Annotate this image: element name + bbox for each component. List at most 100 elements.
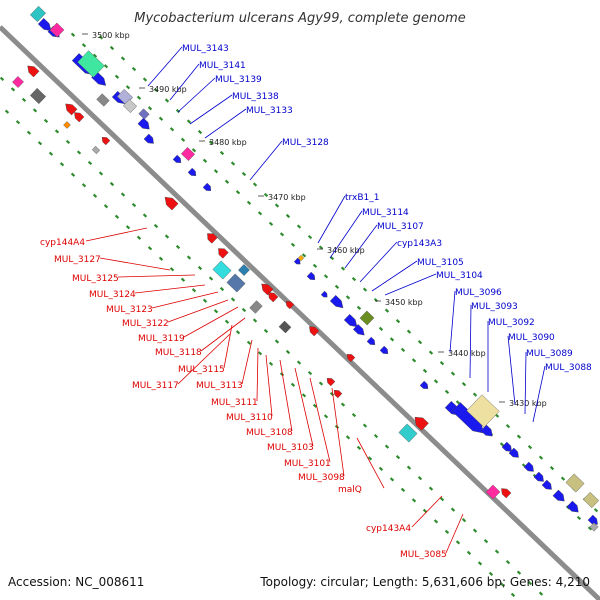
minus-strand-gene[interactable] (63, 101, 78, 116)
plus-strand-gene[interactable] (523, 461, 536, 474)
plus-strand-gene-label[interactable]: MUL_3107 (377, 222, 424, 232)
tick-dot (461, 382, 467, 387)
minus-strand-gene-label[interactable]: MUL_3110 (226, 413, 273, 423)
plus-strand-gene-label[interactable]: MUL_3114 (362, 208, 409, 218)
plus-strand-gene-label[interactable]: MUL_3088 (545, 363, 592, 373)
plus-strand-gene-label[interactable]: trxB1_1 (345, 193, 379, 203)
tick-dot (384, 444, 390, 449)
minus-strand-gene-label[interactable]: MUL_3118 (155, 348, 202, 358)
plus-strand-gene-label[interactable]: MUL_3093 (471, 302, 518, 312)
minus-strand-gene[interactable] (411, 414, 429, 431)
plus-strand-gene[interactable] (187, 167, 198, 178)
plus-strand-gene-label[interactable]: cyp143A3 (397, 239, 442, 249)
plus-strand-gene[interactable] (202, 182, 213, 193)
plus-strand-gene[interactable] (419, 380, 430, 391)
minus-strand-gene[interactable] (162, 194, 179, 211)
feature-block (582, 491, 600, 509)
tick-dot (450, 507, 456, 512)
leader-line (359, 241, 398, 283)
plus-strand-gene-label[interactable]: MUL_3090 (508, 333, 555, 343)
plus-strand-gene[interactable] (566, 500, 581, 515)
plus-strand-gene[interactable] (37, 17, 54, 33)
plus-strand-gene-label[interactable]: MUL_3141 (199, 61, 246, 71)
plus-strand-gene-label[interactable]: MUL_3096 (455, 288, 502, 298)
gene-labels: MUL_3143MUL_3141MUL_3139MUL_3138MUL_3133… (40, 44, 592, 560)
plus-strand-gene[interactable] (366, 336, 377, 347)
tick-dot (378, 466, 384, 471)
minus-strand-gene-label[interactable]: MUL_3098 (298, 473, 345, 483)
plus-strand-gene-label[interactable]: MUL_3104 (436, 271, 483, 281)
plus-strand-gene[interactable] (343, 313, 360, 329)
plus-strand-gene-label[interactable]: MUL_3089 (526, 349, 573, 359)
minus-strand-gene-label[interactable]: MUL_3115 (178, 365, 225, 375)
minus-strand-gene-label[interactable]: MUL_3125 (72, 274, 119, 284)
plus-strand-gene[interactable] (533, 471, 546, 484)
minus-strand-gene-label[interactable]: MUL_3122 (122, 319, 169, 329)
tick-dot (455, 400, 461, 405)
tick-dot (329, 255, 335, 261)
plus-strand-gene[interactable] (137, 117, 152, 132)
leader-line (469, 304, 472, 379)
leader-line (85, 227, 148, 242)
plus-strand-gene[interactable] (352, 324, 367, 337)
minus-strand-gene[interactable] (25, 63, 40, 78)
minus-strand-gene[interactable] (325, 376, 336, 387)
leader-line (99, 257, 171, 271)
minus-strand-gene-label[interactable]: MUL_3111 (211, 398, 258, 408)
minus-strand-gene[interactable] (100, 135, 111, 146)
minus-strand-gene[interactable] (499, 486, 512, 499)
tick-dot (378, 326, 384, 331)
feature-block (212, 260, 232, 280)
minus-strand-gene-label[interactable]: MUL_3117 (132, 381, 179, 391)
plus-strand-gene-label[interactable]: MUL_3138 (232, 92, 279, 102)
minus-strand-gene[interactable] (332, 388, 343, 399)
plus-strand-gene-label[interactable]: MUL_3128 (282, 138, 329, 148)
tick-dot (92, 193, 98, 198)
tick-dot (153, 223, 159, 229)
tick-dot (417, 339, 423, 345)
minus-strand-gene[interactable] (284, 299, 295, 310)
minus-strand-gene-label[interactable]: MUL_3101 (284, 459, 331, 469)
plus-strand-gene[interactable] (501, 441, 514, 454)
minus-strand-gene[interactable] (345, 352, 356, 363)
plus-strand-gene[interactable] (306, 271, 317, 282)
minus-strand-gene[interactable] (72, 110, 85, 123)
leader-line (241, 339, 253, 385)
plus-strand-gene[interactable] (293, 257, 302, 266)
plus-strand-gene[interactable] (552, 489, 567, 504)
tick-dot (125, 85, 131, 90)
minus-strand-gene-label[interactable]: MUL_3124 (89, 290, 136, 300)
plus-strand-gene-label[interactable]: MUL_3105 (417, 258, 464, 268)
minus-strand-gene-label[interactable]: MUL_3085 (400, 550, 447, 560)
plus-strand-gene-label[interactable]: MUL_3139 (215, 75, 262, 85)
minus-strand-gene-label[interactable]: cyp144A4 (40, 238, 85, 248)
plus-strand-gene-label[interactable]: MUL_3092 (488, 318, 535, 328)
minus-strand-gene-label[interactable]: MUL_3113 (196, 381, 243, 391)
minus-strand-gene-label[interactable]: MUL_3108 (246, 428, 293, 438)
minus-strand-gene[interactable] (216, 246, 229, 259)
plus-strand-gene[interactable] (379, 345, 390, 356)
plus-strand-gene[interactable] (172, 154, 183, 165)
minus-strand-gene-label[interactable]: MUL_3103 (267, 443, 314, 453)
tick-dot (323, 274, 329, 279)
minus-strand-gene-label[interactable]: malQ (338, 485, 362, 495)
minus-strand-gene-label[interactable]: MUL_3119 (138, 334, 185, 344)
tick-dot (444, 529, 450, 534)
plus-strand-gene[interactable] (480, 424, 495, 439)
tick-dot (472, 528, 478, 533)
minus-strand-gene[interactable] (205, 231, 218, 244)
minus-strand-gene[interactable] (307, 324, 320, 337)
tick-dot (395, 318, 401, 324)
plus-strand-gene[interactable] (143, 133, 156, 146)
plus-strand-gene[interactable] (329, 294, 346, 310)
plus-strand-gene-label[interactable]: MUL_3143 (182, 44, 229, 54)
minus-strand-gene-label[interactable]: cyp143A4 (366, 524, 411, 534)
plus-strand-gene[interactable] (508, 447, 521, 460)
plus-strand-gene[interactable] (320, 290, 329, 299)
plus-strand-gene-label[interactable]: MUL_3133 (246, 106, 293, 116)
tick-dot (274, 339, 280, 344)
plus-strand-gene[interactable] (541, 479, 554, 492)
minus-strand-gene[interactable] (266, 290, 279, 303)
minus-strand-gene-label[interactable]: MUL_3123 (106, 305, 153, 315)
minus-strand-gene-label[interactable]: MUL_3127 (54, 255, 101, 265)
